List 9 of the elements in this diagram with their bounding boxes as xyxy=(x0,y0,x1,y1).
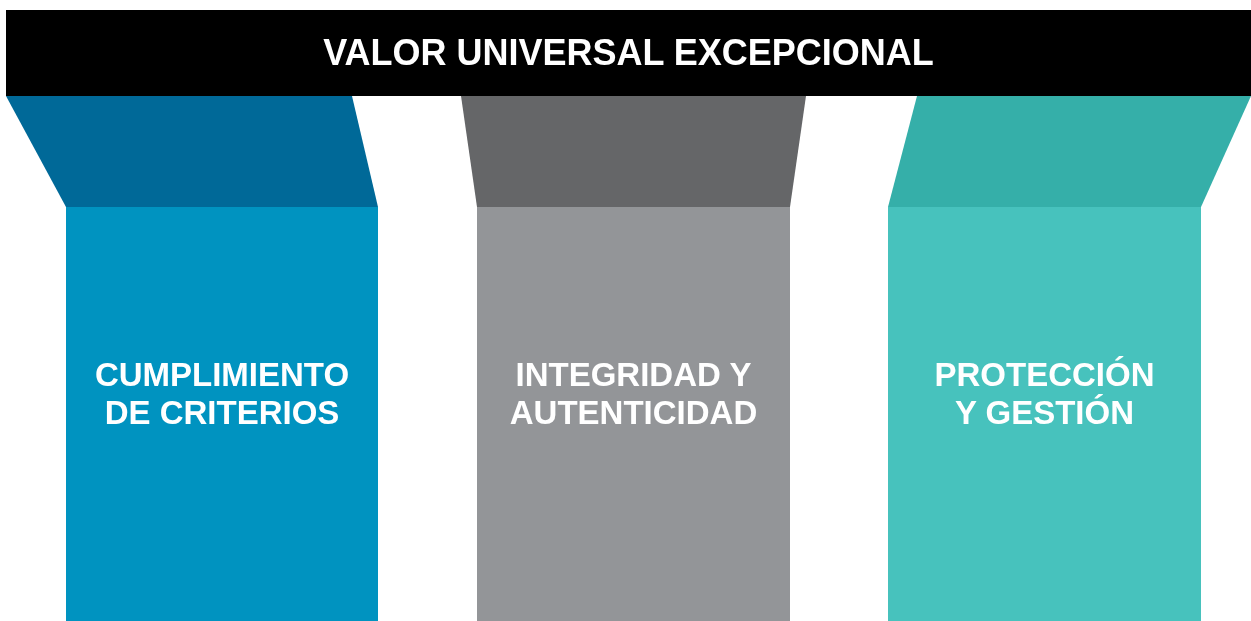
pillar-column xyxy=(888,207,1201,621)
header-title: VALOR UNIVERSAL EXCEPCIONAL xyxy=(323,32,934,74)
header-band xyxy=(6,10,1251,96)
pillar-label: CUMPLIMIENTO DE CRITERIOS xyxy=(93,356,351,432)
pillar-column xyxy=(477,207,790,621)
pillar-label: INTEGRIDAD Y AUTENTICIDAD xyxy=(508,356,759,432)
pillar-column xyxy=(66,207,378,621)
trapezoid-band xyxy=(461,96,806,207)
pillar-label: PROTECCIÓN Y GESTIÓN xyxy=(933,356,1156,432)
